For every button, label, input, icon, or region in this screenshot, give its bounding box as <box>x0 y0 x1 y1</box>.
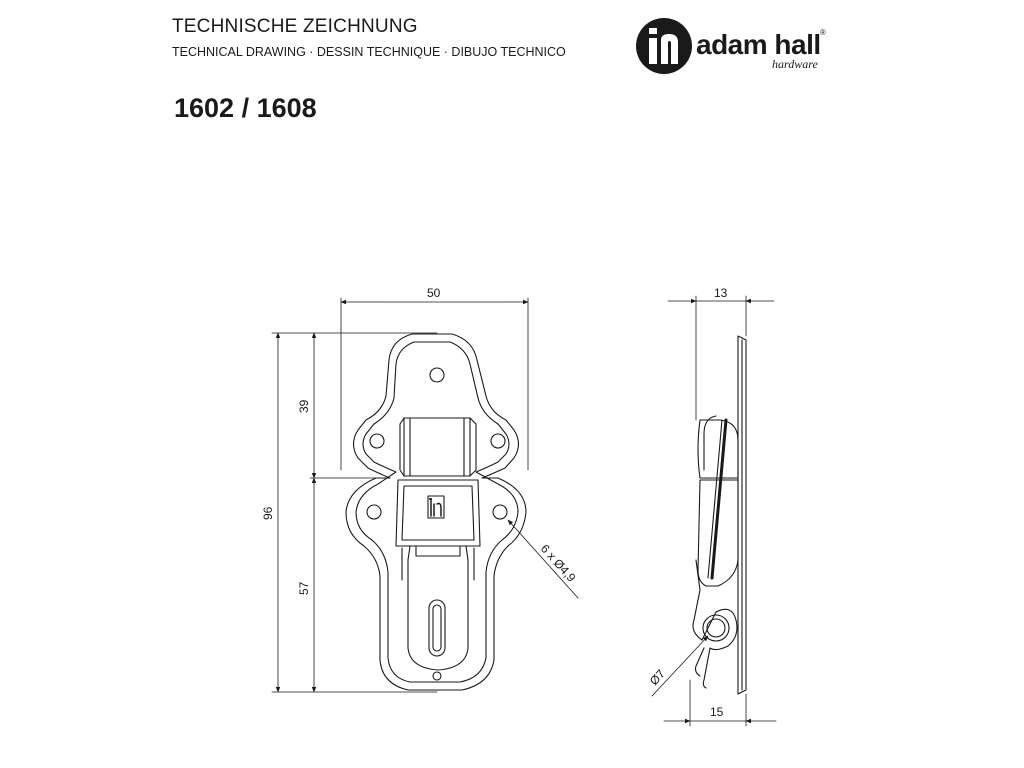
part-number: 1602 / 1608 <box>174 93 317 123</box>
hinge-bracket <box>403 417 471 477</box>
mount-hole-upper-right <box>490 433 506 449</box>
base-plate-inner <box>355 341 519 683</box>
dim-height-39: 39 <box>297 399 311 413</box>
dim-depth-13: 13 <box>714 286 728 300</box>
mount-hole-top <box>429 367 445 383</box>
dim-holes: 6 x Ø4,9 <box>538 542 579 585</box>
base-plate-outline <box>345 333 527 691</box>
drawing-subtitle: TECHNICAL DRAWING · DESSIN TECHNIQUE · D… <box>172 45 566 59</box>
lever-body <box>395 479 481 547</box>
dim-depth-15: 15 <box>710 705 724 719</box>
dim-height-96: 96 <box>261 506 275 520</box>
mount-hole-upper-left <box>369 433 385 449</box>
side-latch-hook <box>692 559 738 689</box>
mount-hole-bottom <box>432 671 442 681</box>
dim-height-57: 57 <box>297 581 311 595</box>
front-dimensions <box>271 297 579 693</box>
dim-width-50: 50 <box>427 286 441 300</box>
logo-mark-icon <box>636 18 692 74</box>
side-view <box>692 335 747 695</box>
latch-hook <box>407 545 469 671</box>
latch-slot <box>428 599 446 657</box>
front-view <box>345 333 527 691</box>
drawing-title: TECHNISCHE ZEICHNUNG <box>172 16 418 37</box>
lever-logo-icon <box>427 495 445 519</box>
mount-hole-lower-right <box>492 504 508 520</box>
side-dimensions <box>651 295 777 727</box>
logo-registered-mark: ® <box>820 28 826 37</box>
logo-sub-text: hardware <box>772 57 818 71</box>
side-hook-hole <box>702 614 730 642</box>
dim-hook-diameter: Ø7 <box>647 667 668 689</box>
brand-logo: adam hall ® hardware <box>634 16 856 76</box>
logo-brand-text: adam hall <box>696 29 821 60</box>
side-plate <box>737 335 747 695</box>
mount-hole-lower-left <box>366 504 382 520</box>
